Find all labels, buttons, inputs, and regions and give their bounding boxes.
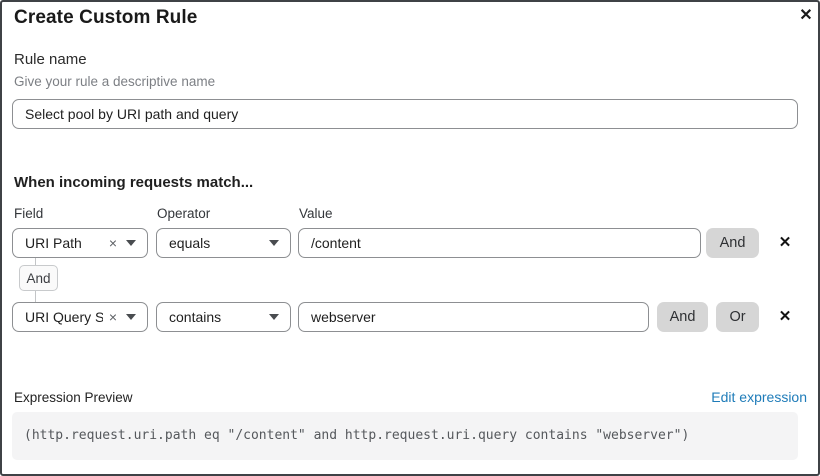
add-and-condition-button-row2[interactable]: And [657, 302, 708, 332]
remove-condition-icon[interactable]: ✕ [778, 234, 792, 251]
rule-name-label: Rule name [14, 51, 87, 68]
rule-name-helper-text: Give your rule a descriptive name [14, 74, 216, 89]
operator-select-row2-value: contains [169, 309, 222, 325]
field-select-row2[interactable]: URI Query St... × [12, 302, 148, 332]
chevron-down-icon [126, 314, 136, 320]
match-section-heading: When incoming requests match... [14, 174, 254, 191]
chevron-down-icon [269, 314, 279, 320]
operator-select-row1[interactable]: equals [156, 228, 291, 258]
field-select-row1-value: URI Path [25, 235, 82, 251]
remove-condition-icon[interactable]: ✕ [778, 308, 792, 325]
value-input-row1[interactable] [298, 228, 701, 258]
value-input-row2[interactable] [298, 302, 649, 332]
close-icon[interactable]: ✕ [799, 7, 813, 24]
chevron-down-icon [126, 240, 136, 246]
rule-name-input[interactable] [12, 99, 798, 129]
chevron-down-icon [269, 240, 279, 246]
value-column-label: Value [299, 206, 333, 221]
expression-code-preview: (http.request.uri.path eq "/content" and… [12, 412, 798, 460]
expression-preview-label: Expression Preview [14, 390, 133, 405]
clear-field-icon[interactable]: × [108, 235, 117, 251]
and-connector-chip: And [19, 265, 58, 291]
edit-expression-link[interactable]: Edit expression [711, 389, 807, 405]
operator-select-row2[interactable]: contains [156, 302, 291, 332]
page-title: Create Custom Rule [14, 7, 198, 28]
operator-column-label: Operator [157, 206, 211, 221]
clear-field-icon[interactable]: × [108, 309, 117, 325]
field-column-label: Field [14, 206, 44, 221]
add-and-condition-button-row1[interactable]: And [706, 228, 759, 258]
operator-select-row1-value: equals [169, 235, 211, 251]
add-or-condition-button-row2[interactable]: Or [716, 302, 759, 332]
field-select-row1[interactable]: URI Path × [12, 228, 148, 258]
field-select-row2-value: URI Query St... [25, 309, 103, 325]
